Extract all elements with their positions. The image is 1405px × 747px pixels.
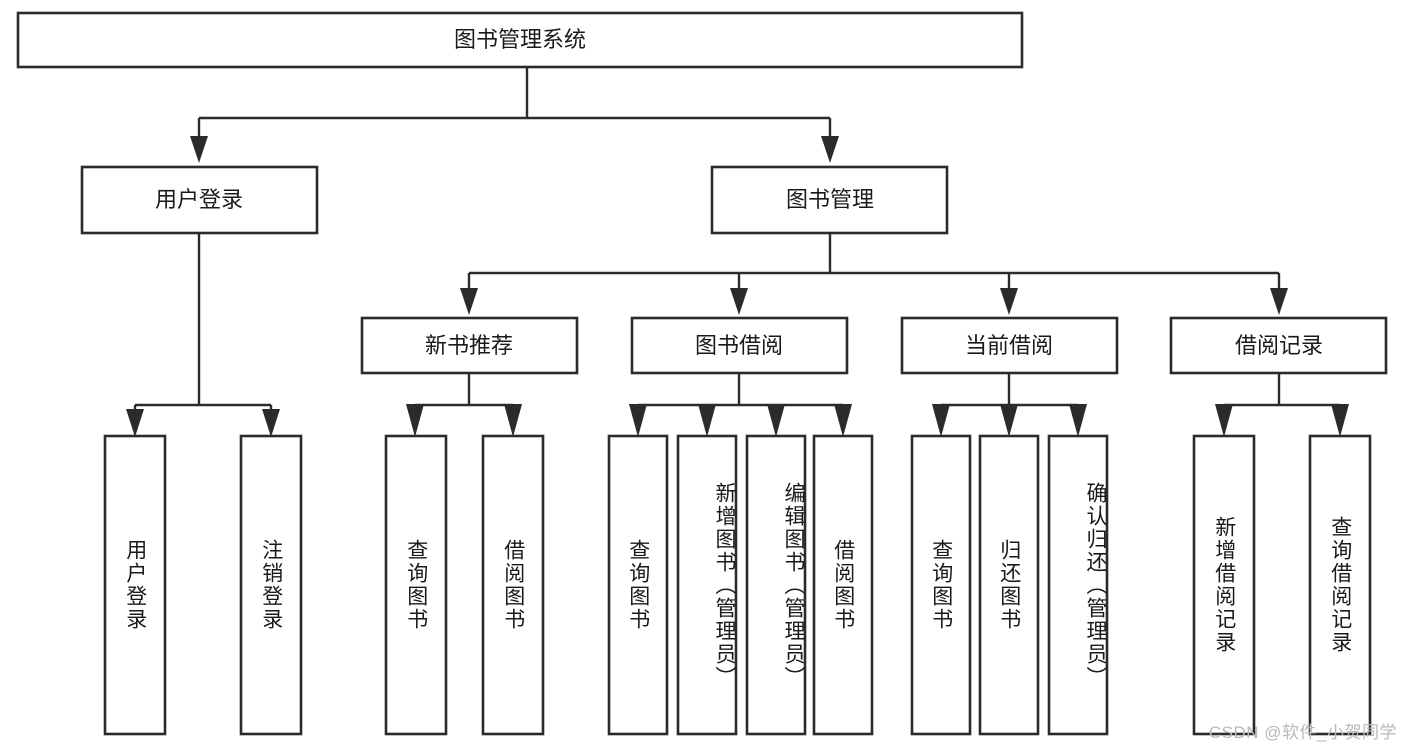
arrowhead-leaf-query-book-1 <box>406 404 424 437</box>
node-user-login-label: 用户登录 <box>155 187 243 212</box>
node-book-manage-box[interactable] <box>710 165 949 235</box>
leaf-box-borrow-book-2[interactable] <box>812 434 874 736</box>
arrowhead-borrow-record <box>1270 288 1288 315</box>
leaf-box-return-book[interactable] <box>978 434 1040 736</box>
arrowhead-book-borrow <box>730 288 748 315</box>
leaf-box-query-book-2[interactable] <box>607 434 669 736</box>
arrowhead-leaf-user-login <box>126 409 144 437</box>
arrowhead-user-login <box>190 136 208 163</box>
leaf-box-borrow-book-1[interactable] <box>481 434 545 736</box>
leaf-box-add-book[interactable] <box>676 434 738 736</box>
node-current-borrow-box[interactable] <box>900 316 1119 375</box>
arrowhead-leaf-add-book <box>698 404 716 437</box>
arrowhead-leaf-add-record <box>1215 404 1233 437</box>
node-new-book-recommend-box[interactable] <box>360 316 579 375</box>
leaf-box-query-book-1[interactable] <box>384 434 448 736</box>
node-book-borrow-box[interactable] <box>630 316 849 375</box>
node-root-box[interactable] <box>16 11 1024 69</box>
csdn-watermark: CSDN @软件_小贺同学 <box>1208 723 1397 742</box>
arrowhead-leaf-query-book-3 <box>932 404 950 437</box>
node-borrow-record-label: 借阅记录 <box>1235 333 1323 358</box>
node-book-manage-label: 图书管理 <box>786 187 874 212</box>
arrowhead-leaf-query-book-2 <box>629 404 647 437</box>
arrowhead-leaf-edit-book <box>767 404 785 437</box>
arrowhead-leaf-logout <box>262 409 280 437</box>
leaf-box-query-record[interactable] <box>1308 434 1372 736</box>
leaf-box-confirm-return[interactable] <box>1047 434 1109 736</box>
arrowhead-leaf-return-book <box>1000 404 1018 437</box>
arrowhead-book-manage <box>821 136 839 163</box>
node-borrow-record-box[interactable] <box>1169 316 1388 375</box>
leaf-box-add-record[interactable] <box>1192 434 1256 736</box>
leaf-box-query-book-3[interactable] <box>910 434 972 736</box>
leaf-box-user-login[interactable] <box>103 434 167 736</box>
arrowhead-new-book-recommend <box>460 288 478 315</box>
arrowhead-leaf-borrow-book-2 <box>834 404 852 437</box>
leaf-box-logout[interactable] <box>239 434 303 736</box>
arrowhead-leaf-query-record <box>1331 404 1349 437</box>
node-root-label: 图书管理系统 <box>454 27 586 52</box>
node-book-borrow-label: 图书借阅 <box>695 333 783 358</box>
leaf-box-edit-book[interactable] <box>745 434 807 736</box>
arrowhead-leaf-confirm-return <box>1069 404 1087 437</box>
node-current-borrow-label: 当前借阅 <box>965 333 1053 358</box>
arrowhead-leaf-borrow-book-1 <box>504 404 522 437</box>
arrowhead-current-borrow <box>1000 288 1018 315</box>
node-new-book-recommend-label: 新书推荐 <box>425 333 513 358</box>
